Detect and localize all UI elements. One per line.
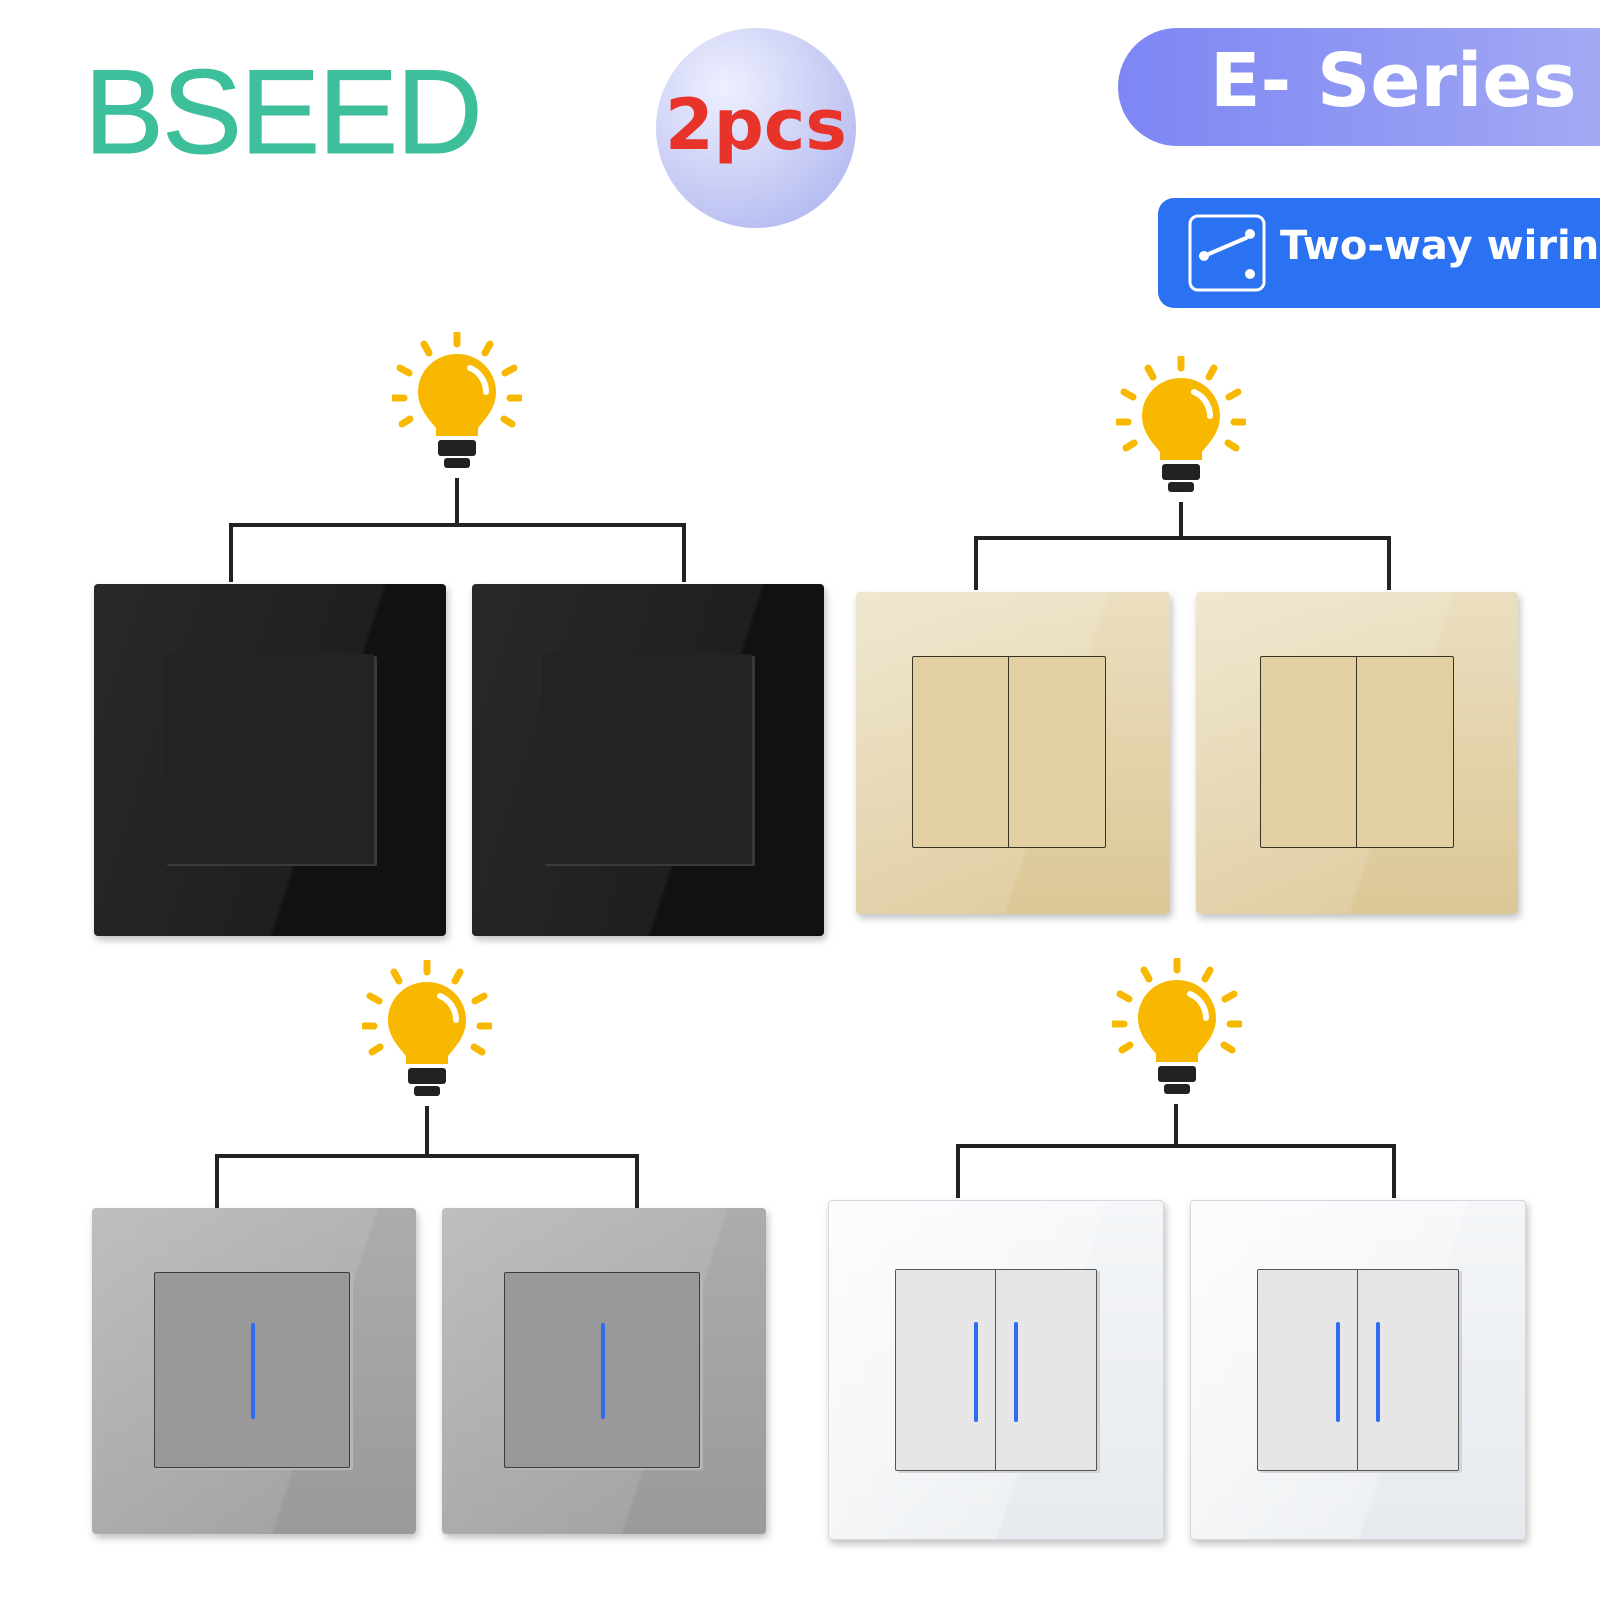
light-bulb-icon <box>392 332 522 468</box>
quantity-badge: 2pcs <box>656 28 856 228</box>
rocker-double <box>895 1269 1097 1471</box>
led-indicator <box>251 1323 255 1419</box>
rocker-button[interactable] <box>542 654 752 864</box>
two-way-switch-icon <box>1188 214 1266 292</box>
quantity-badge-label: 2pcs <box>665 84 847 166</box>
switch-panel <box>442 1208 766 1534</box>
rocker-key-right[interactable] <box>1357 657 1453 847</box>
rocker-button[interactable] <box>164 654 374 864</box>
rocker-key-left[interactable] <box>1258 1270 1358 1470</box>
switch-panel <box>856 592 1170 914</box>
rocker-button[interactable] <box>154 1272 350 1468</box>
switch-panel <box>472 584 824 936</box>
rocker-double <box>1260 656 1454 848</box>
rocker-double <box>1257 1269 1459 1471</box>
rocker-key-left[interactable] <box>1261 657 1357 847</box>
light-bulb-icon <box>1116 356 1246 492</box>
rocker-double <box>912 656 1106 848</box>
led-indicator <box>1014 1322 1018 1422</box>
switch-panel <box>1190 1200 1526 1540</box>
switch-panel <box>94 584 446 936</box>
switch-panel <box>1196 592 1518 914</box>
led-indicator <box>601 1323 605 1419</box>
rocker-key-left[interactable] <box>896 1270 996 1470</box>
led-indicator <box>1336 1322 1340 1422</box>
rocker-button[interactable] <box>504 1272 700 1468</box>
series-badge-label: E- Series <box>1210 38 1577 124</box>
wiring-badge-label: Two-way wiring <box>1280 223 1600 269</box>
rocker-key-right[interactable] <box>1009 657 1105 847</box>
led-indicator <box>1376 1322 1380 1422</box>
led-indicator <box>974 1322 978 1422</box>
rocker-key-right[interactable] <box>1358 1270 1458 1470</box>
series-badge: E- Series <box>1118 28 1600 146</box>
rocker-key-left[interactable] <box>913 657 1009 847</box>
switch-panel <box>828 1200 1164 1540</box>
light-bulb-icon <box>362 960 492 1096</box>
rocker-key-right[interactable] <box>996 1270 1096 1470</box>
wiring-badge: Two-way wiring <box>1158 198 1600 308</box>
switch-panel <box>92 1208 416 1534</box>
light-bulb-icon <box>1112 958 1242 1094</box>
brand-logo: BSEED <box>84 45 484 179</box>
